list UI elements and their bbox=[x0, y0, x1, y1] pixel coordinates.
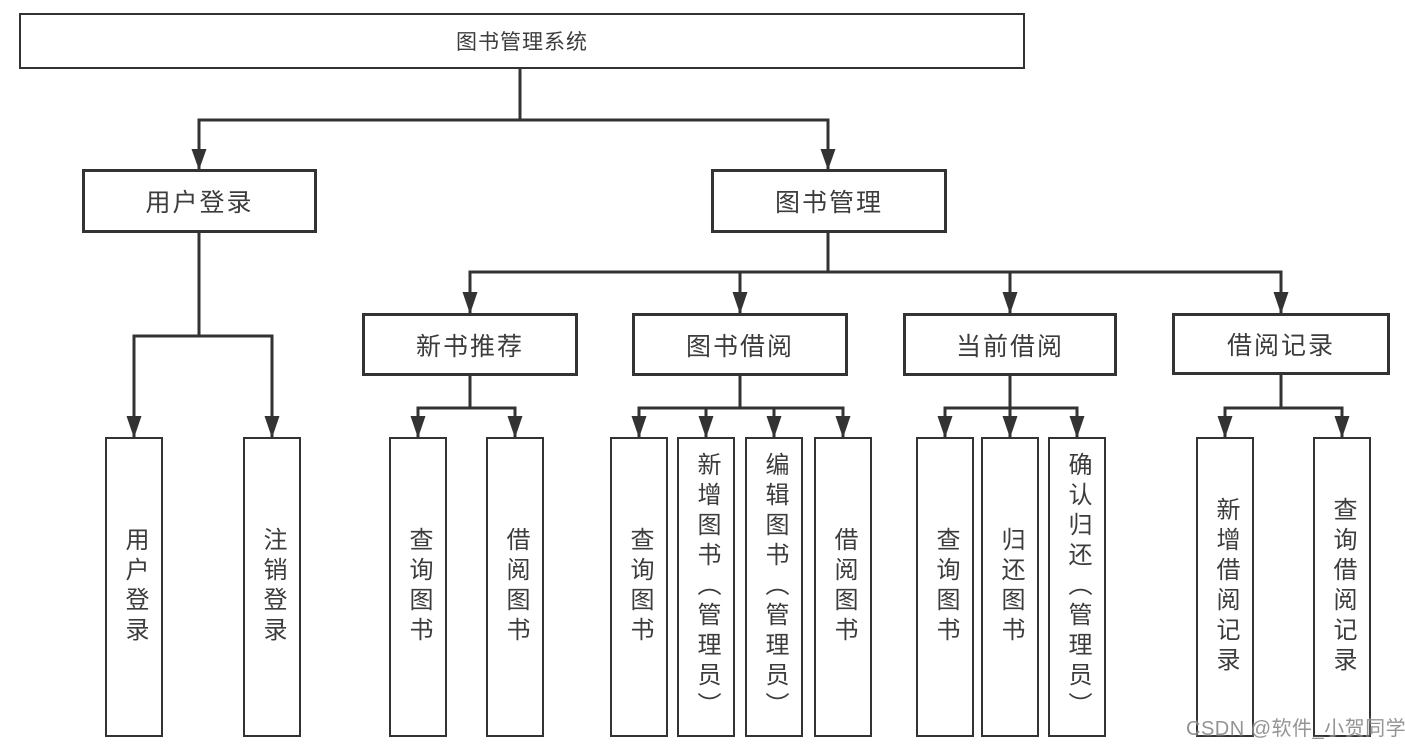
leaf-query-books-borrowing: 查询图书 bbox=[610, 437, 668, 737]
connector-book-management-to-level3 bbox=[462, 233, 1289, 314]
connector-root-to-level2 bbox=[191, 69, 836, 170]
node-library-management-system-label: 图书管理系统 bbox=[456, 31, 588, 54]
node-book-borrowing: 图书借阅 bbox=[632, 313, 848, 376]
leaf-logout-label: 注销登录 bbox=[259, 527, 286, 647]
node-current-borrowing-label: 当前借阅 bbox=[955, 332, 1064, 361]
node-borrowing-records-label: 借阅记录 bbox=[1226, 332, 1335, 360]
leaf-edit-books-admin: 编辑图书（管理员） bbox=[745, 437, 803, 737]
node-borrowing-records: 借阅记录 bbox=[1172, 313, 1390, 375]
node-user-login-label: 用户登录 bbox=[145, 189, 254, 217]
connector-borrowing-records-to-leaves bbox=[1217, 375, 1350, 438]
connector-user-login-to-leaves bbox=[126, 233, 280, 438]
leaf-query-books-current: 查询图书 bbox=[916, 437, 974, 737]
leaf-query-books-current-label: 查询图书 bbox=[932, 527, 959, 647]
connector-book-borrowing-to-leaves bbox=[631, 376, 851, 438]
leaf-query-books-recommend-label: 查询图书 bbox=[405, 527, 432, 647]
leaf-query-borrowing-record-label: 查询借阅记录 bbox=[1329, 497, 1356, 677]
leaf-borrow-books-borrowing: 借阅图书 bbox=[814, 437, 872, 737]
leaf-logout: 注销登录 bbox=[243, 437, 301, 737]
connector-new-book-recommendation-to-leaves bbox=[410, 376, 523, 438]
node-library-management-system: 图书管理系统 bbox=[19, 13, 1025, 69]
node-current-borrowing: 当前借阅 bbox=[903, 313, 1117, 376]
leaf-confirm-return-admin: 确认归还（管理员） bbox=[1048, 437, 1106, 737]
leaf-borrow-books-recommend: 借阅图书 bbox=[486, 437, 544, 737]
leaf-query-borrowing-record: 查询借阅记录 bbox=[1313, 437, 1371, 737]
watermark: CSDN @软件_小贺同学 bbox=[1186, 718, 1405, 740]
node-new-book-recommendation-label: 新书推荐 bbox=[415, 332, 524, 361]
node-new-book-recommendation: 新书推荐 bbox=[362, 313, 578, 376]
leaf-confirm-return-admin-label: 确认归还（管理员） bbox=[1064, 452, 1091, 722]
leaf-query-books-borrowing-label: 查询图书 bbox=[626, 527, 653, 647]
leaf-return-books: 归还图书 bbox=[981, 437, 1039, 737]
leaf-user-login: 用户登录 bbox=[105, 437, 163, 737]
leaf-borrow-books-recommend-label: 借阅图书 bbox=[502, 527, 529, 647]
leaf-borrow-books-borrowing-label: 借阅图书 bbox=[830, 527, 857, 647]
node-book-management-label: 图书管理 bbox=[774, 189, 883, 217]
leaf-add-borrowing-record: 新增借阅记录 bbox=[1196, 437, 1254, 737]
leaf-edit-books-admin-label: 编辑图书（管理员） bbox=[761, 452, 788, 722]
leaf-add-books-admin-label: 新增图书（管理员） bbox=[693, 452, 720, 722]
node-user-login: 用户登录 bbox=[82, 169, 317, 233]
node-book-borrowing-label: 图书借阅 bbox=[685, 332, 794, 361]
connector-current-borrowing-to-leaves bbox=[937, 376, 1085, 438]
leaf-add-borrowing-record-label: 新增借阅记录 bbox=[1212, 497, 1239, 677]
leaf-return-books-label: 归还图书 bbox=[997, 527, 1024, 647]
leaf-query-books-recommend: 查询图书 bbox=[389, 437, 447, 737]
node-book-management: 图书管理 bbox=[711, 169, 947, 233]
leaf-add-books-admin: 新增图书（管理员） bbox=[677, 437, 735, 737]
leaf-user-login-label: 用户登录 bbox=[121, 527, 148, 647]
